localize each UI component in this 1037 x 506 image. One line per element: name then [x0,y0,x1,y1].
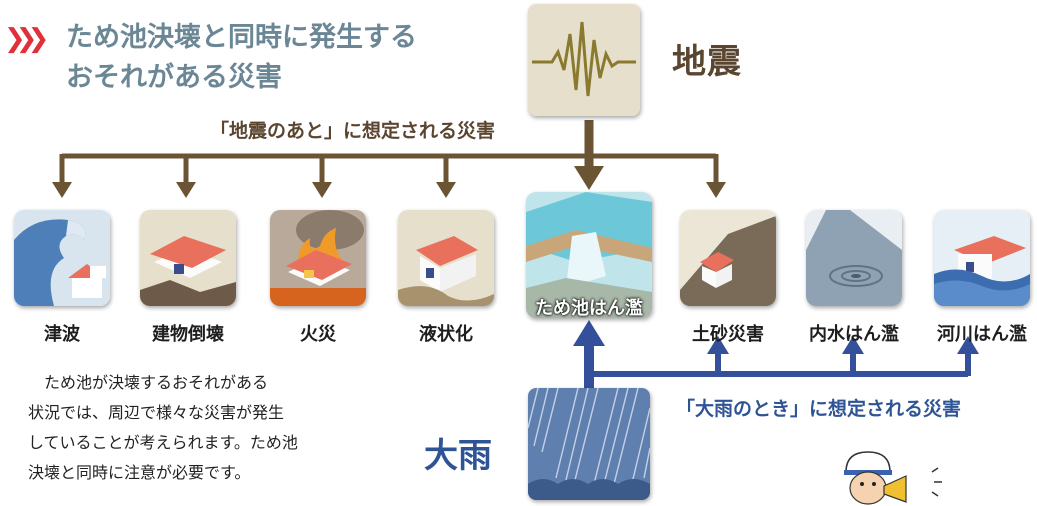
heavy-rain-icon [528,388,650,500]
quake-arrow-tree [59,120,719,184]
disaster-label-inland-flood: 内水はん濫 [809,324,899,345]
disaster-label-tsunami: 津波 [44,324,80,345]
inland-flood-icon [806,210,902,306]
worker-megaphone-icon [844,451,942,505]
note-line: していることが考えられます。ため池 [28,433,298,452]
rain-caption: 「大雨のとき」に想定される災害 [676,398,962,420]
disaster-label-landslide: 土砂災害 [692,324,764,345]
disaster-label-river-flood: 河川はん濫 [937,324,1027,345]
fire-icon [270,210,366,306]
center-label: ため池はん濫 [535,298,643,319]
page-title-line2: おそれがある災害 [66,62,282,93]
reservoir-overflow-icon [526,192,652,318]
disaster-label-liquefaction: 液状化 [419,324,473,345]
note-line: ため池が決壊するおそれがある [44,373,269,392]
landslide-icon [680,210,776,306]
note-line: 状況では、周辺で様々な災害が発生 [28,403,285,422]
rain-label: 大雨 [424,436,492,476]
page-title-line1: ため池決壊と同時に発生する [66,22,417,53]
liquefaction-icon [398,210,494,306]
disaster-label-fire: 火災 [300,324,336,345]
building-collapse-icon [140,210,236,306]
explanation-note: ため池が決壊するおそれがある 状況では、周辺で様々な災害が発生 していることが考… [28,368,358,488]
page-title: ため池決壊と同時に発生する おそれがある災害 [66,18,506,98]
tsunami-icon [14,210,110,306]
quake-label: 地震 [672,42,742,82]
quake-caption: 「地震のあと」に想定される災害 [210,120,496,142]
disaster-label-building-collapse: 建物倒壊 [152,324,224,345]
river-flood-icon [934,210,1030,306]
seismograph-icon [528,4,640,116]
note-line: 決壊と同時に注意が必要です。 [28,463,251,482]
rain-arrow-tree [584,342,971,390]
